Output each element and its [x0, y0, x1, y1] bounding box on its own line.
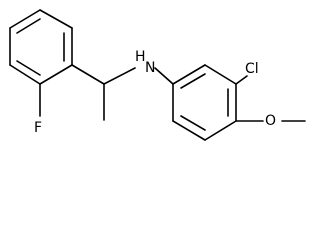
chlorine-atom-label: Cl	[245, 61, 259, 77]
bond-ring-a-1	[9, 9, 41, 29]
double-bond-ring-a-3	[16, 60, 41, 76]
bond-nitrogen-aryl	[154, 67, 174, 85]
bond-ring-b-4	[204, 120, 237, 141]
fluorophenyl-ring	[9, 9, 73, 85]
oxygen-atom-label: O	[265, 113, 276, 129]
fluorine-atom-label: F	[34, 120, 42, 136]
bond-chloro	[235, 75, 248, 85]
bond-ring-a-2	[39, 9, 73, 29]
bond-ring-a-4	[39, 64, 73, 85]
bond-chiral-nitrogen	[103, 67, 136, 85]
bond-aryl-chiral	[71, 64, 105, 85]
amine-nitrogen-label: N	[145, 60, 155, 76]
bond-ring-a-5	[9, 64, 41, 85]
double-bond-ring-b-3	[180, 115, 206, 131]
double-bond-ring-a-1	[16, 18, 41, 34]
molecule-structure: F H N Cl O	[9, 9, 306, 141]
chloromethoxyphenyl-ring	[172, 64, 237, 141]
double-bond-ring-b-1	[180, 73, 206, 89]
bond-ring-b-2	[204, 64, 237, 85]
bond-ring-b-5	[172, 120, 206, 141]
amine-hydrogen-label: H	[135, 49, 146, 65]
bond-ring-b-1	[172, 64, 206, 85]
molecule-svg: F H N Cl O	[9, 9, 306, 141]
